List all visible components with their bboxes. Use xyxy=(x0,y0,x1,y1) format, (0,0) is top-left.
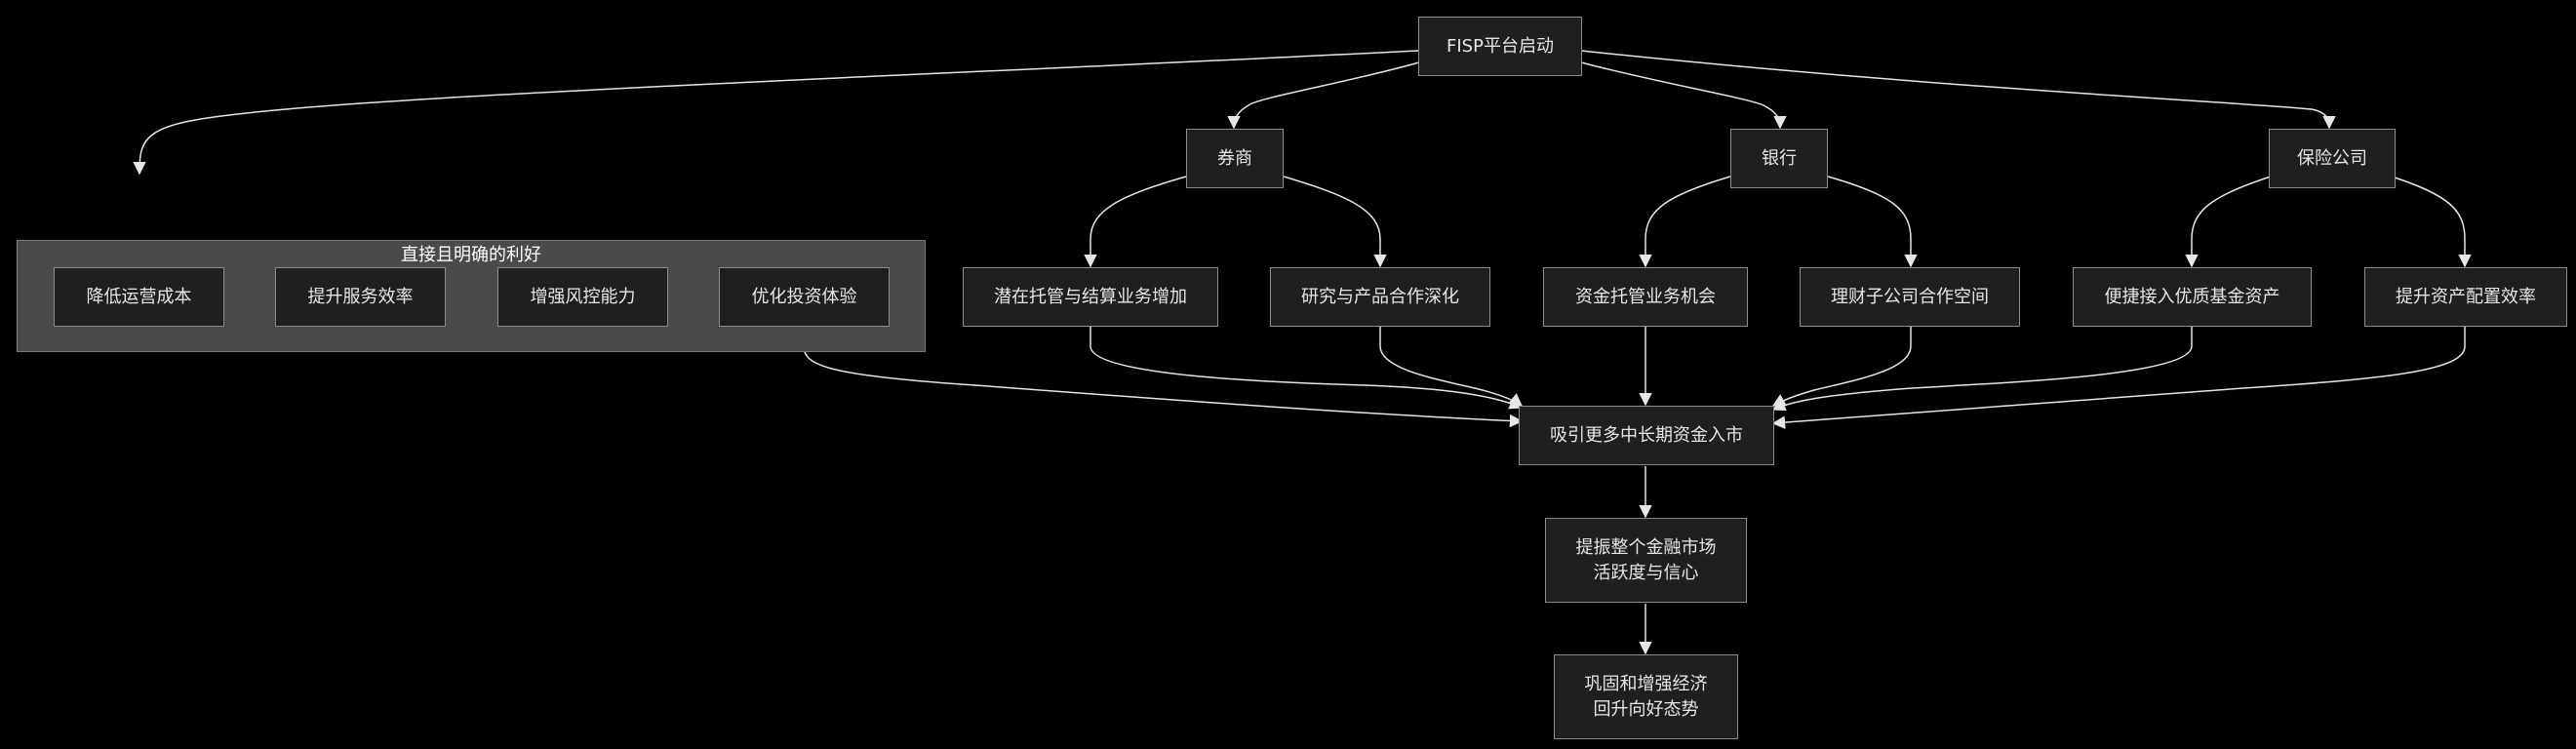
edge-bank-to-1 xyxy=(1639,176,1731,268)
edge-start-to-bank xyxy=(1580,61,1787,130)
node-boost-market-line2: 活跃度与信心 xyxy=(1593,562,1699,583)
node-broker-research[interactable]: 研究与产品合作深化 xyxy=(1270,267,1490,327)
edge-broker2-to-attract xyxy=(1379,327,1524,407)
node-insurance[interactable]: 保险公司 xyxy=(2269,129,2396,188)
edge-bank-to-2 xyxy=(1827,176,1918,268)
benefits-cluster-title: 直接且明确的利好 xyxy=(401,245,541,265)
node-boost-market[interactable]: 提振整个金融市场 活跃度与信心 xyxy=(1545,518,1747,603)
node-bank[interactable]: 银行 xyxy=(1730,129,1828,188)
node-broker[interactable]: 券商 xyxy=(1186,129,1284,188)
node-invest-experience[interactable]: 优化投资体验 xyxy=(719,267,890,327)
node-risk-control[interactable]: 增强风控能力 xyxy=(497,267,668,327)
edge-broker-to-1 xyxy=(1084,176,1187,268)
edge-start-to-insurance xyxy=(1580,50,2336,130)
node-reduce-cost[interactable]: 降低运营成本 xyxy=(54,267,224,327)
node-economy-line2: 回升向好态势 xyxy=(1593,698,1699,720)
edge-bank2-to-attract xyxy=(1771,327,1912,407)
node-insurance-allocation[interactable]: 提升资产配置效率 xyxy=(2364,267,2567,327)
edge-broker-to-2 xyxy=(1283,176,1387,268)
node-economy-line1: 巩固和增强经济 xyxy=(1584,673,1708,694)
node-insurance-assets[interactable]: 便捷接入优质基金资产 xyxy=(2073,267,2312,327)
edge-start-to-broker xyxy=(1227,61,1420,130)
node-broker-custody[interactable]: 潜在托管与结算业务增加 xyxy=(963,267,1218,327)
node-fisp-launch[interactable]: FISP平台启动 xyxy=(1418,17,1582,76)
node-bank-custody[interactable]: 资金托管业务机会 xyxy=(1543,267,1748,327)
node-bank-wealth[interactable]: 理财子公司合作空间 xyxy=(1800,267,2020,327)
edge-ins1-to-attract xyxy=(1771,327,2193,412)
edge-benefit4-to-attract xyxy=(803,327,1524,428)
edge-insurance-to-1 xyxy=(2185,176,2272,268)
edge-insurance-to-2 xyxy=(2391,176,2472,268)
edge-start-to-benefits xyxy=(133,50,1419,176)
edge-ins2-to-attract xyxy=(1771,327,2466,429)
node-improve-service[interactable]: 提升服务效率 xyxy=(275,267,446,327)
node-economy[interactable]: 巩固和增强经济 回升向好态势 xyxy=(1554,654,1738,739)
node-attract-capital[interactable]: 吸引更多中长期资金入市 xyxy=(1519,406,1774,465)
edge-broker1-to-attract xyxy=(1090,327,1524,410)
node-boost-market-line1: 提振整个金融市场 xyxy=(1575,536,1717,558)
